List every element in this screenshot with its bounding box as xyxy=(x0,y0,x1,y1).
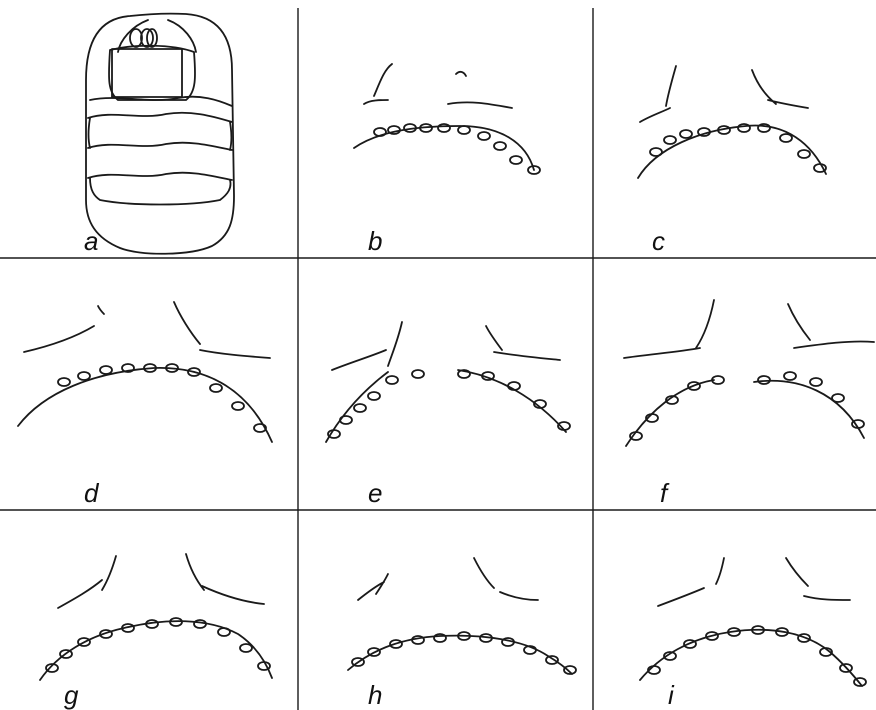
panel-label-h: h xyxy=(368,680,382,710)
panel-label-i: i xyxy=(668,680,675,710)
panel-b xyxy=(354,64,540,174)
beads-d xyxy=(58,364,266,432)
beads-c xyxy=(650,124,826,172)
panel-label-a: a xyxy=(84,226,98,256)
beads-e xyxy=(328,370,570,438)
section-outline-drawing-g xyxy=(40,554,272,680)
panel-h xyxy=(348,558,576,674)
section-outline-drawing-c xyxy=(638,66,826,178)
panel-i xyxy=(640,558,866,686)
section-outline-drawing-e xyxy=(326,322,570,442)
section-outline-drawing-i xyxy=(640,558,866,686)
panel-g xyxy=(40,554,272,680)
panel-a: a xyxy=(84,14,234,256)
panel-c xyxy=(638,66,826,178)
panel-d xyxy=(18,302,272,442)
section-outline-drawing-f xyxy=(624,300,874,446)
section-outline-drawing-h xyxy=(348,558,576,674)
panel-label-e: e xyxy=(368,478,382,508)
panel-e xyxy=(326,322,570,442)
section-outline-drawing-d xyxy=(18,302,272,442)
embryo-outline-drawing xyxy=(86,14,234,254)
section-outline-drawing-b xyxy=(354,64,540,174)
beads-g xyxy=(46,618,270,672)
panel-label-f: f xyxy=(660,478,670,508)
beads-f xyxy=(630,372,864,440)
panel-label-c: c xyxy=(652,226,665,256)
panel-label-d: d xyxy=(84,478,100,508)
panel-label-b: b xyxy=(368,226,382,256)
panel-f xyxy=(624,300,874,446)
beads-b xyxy=(374,124,540,174)
panel-label-g: g xyxy=(64,680,79,710)
